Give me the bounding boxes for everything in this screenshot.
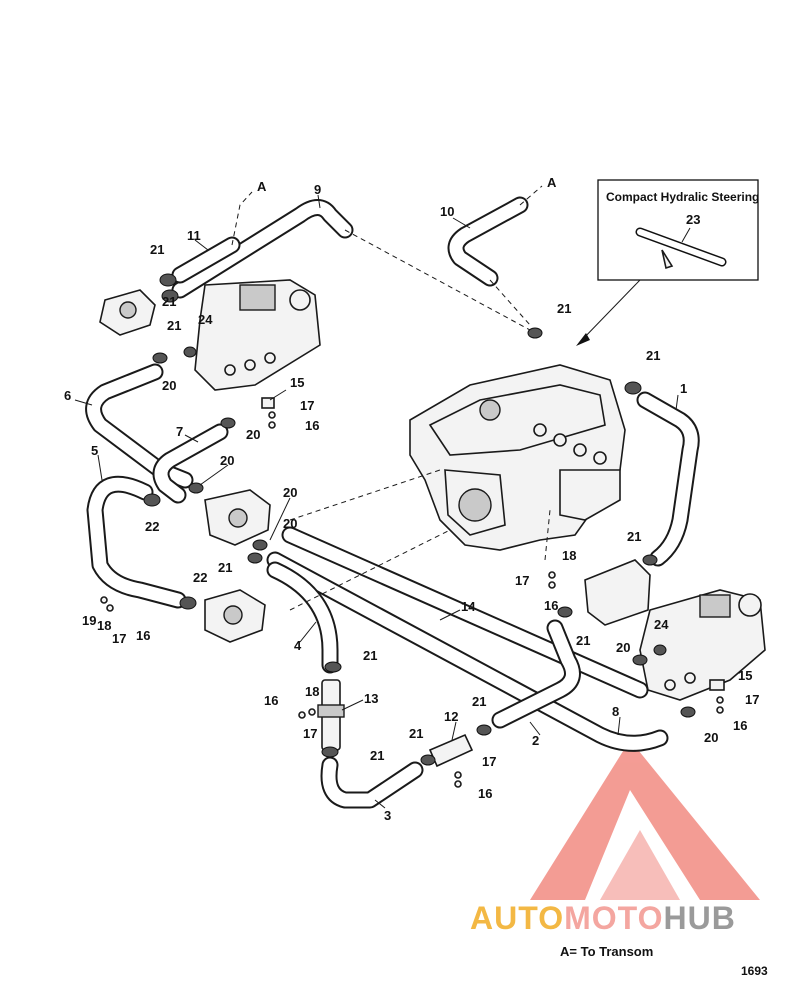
callout-18: 18 (562, 548, 576, 563)
callout-20: 20 (246, 427, 260, 442)
callout-21: 21 (409, 726, 423, 741)
callout-6: 6 (64, 388, 71, 403)
callout-21: 21 (576, 633, 590, 648)
hose-6 (85, 363, 194, 489)
callout-21: 21 (167, 318, 181, 333)
callout-1: 1 (680, 381, 687, 396)
callout-23: 23 (686, 212, 700, 227)
callout-21: 21 (472, 694, 486, 709)
hose-clamps (143, 273, 696, 766)
callout-17: 17 (303, 726, 317, 741)
inset-title: Compact Hydralic Steering (606, 190, 759, 204)
callout-10: 10 (440, 204, 454, 219)
exhaust-manifold (639, 589, 766, 701)
callout-24: 24 (654, 617, 669, 632)
callout-7: 7 (176, 424, 183, 439)
transom-marker-left: A (257, 179, 267, 194)
callout-8: 8 (612, 704, 619, 719)
hose-1 (636, 391, 700, 567)
callout-20: 20 (220, 453, 234, 468)
callout-20: 20 (283, 485, 297, 500)
callout-22: 22 (145, 519, 159, 534)
callout-15: 15 (290, 375, 304, 390)
callout-3: 3 (384, 808, 391, 823)
watermark-logo (530, 740, 760, 900)
callout-18: 18 (305, 684, 319, 699)
hose-14 (281, 526, 649, 699)
callout-16: 16 (305, 418, 319, 433)
hose-5 (86, 475, 187, 609)
callout-21: 21 (557, 301, 571, 316)
callout-18: 18 (97, 618, 111, 633)
leader-lines (74, 194, 679, 809)
hose-10 (447, 196, 529, 287)
callout-19: 19 (82, 613, 96, 628)
callout-21: 21 (150, 242, 164, 257)
callout-20: 20 (616, 640, 630, 655)
callout-21: 21 (363, 648, 377, 663)
seawater-pump (204, 589, 266, 643)
callout-20: 20 (283, 516, 297, 531)
callout-16: 16 (544, 598, 558, 613)
fitting-13 (317, 679, 345, 751)
callout-21: 21 (627, 529, 641, 544)
routing-lines (231, 185, 551, 611)
fitting-12 (428, 733, 474, 768)
hoses (85, 196, 700, 809)
callout-4: 4 (294, 638, 302, 653)
callout-16: 16 (264, 693, 278, 708)
callout-17: 17 (482, 754, 496, 769)
callout-9: 9 (314, 182, 321, 197)
hose-2 (491, 619, 581, 729)
callouts: 9 10 11 21 21 24 20 21 21 1 6 15 17 16 7… (64, 182, 759, 823)
callout-21: 21 (646, 348, 660, 363)
callout-17: 17 (515, 573, 529, 588)
callout-17: 17 (112, 631, 126, 646)
watermark-text: AUTOMOTOHUB (470, 900, 736, 936)
callout-12: 12 (444, 709, 458, 724)
callout-21: 21 (218, 560, 232, 575)
callout-15: 15 (738, 668, 752, 683)
transom-marker-right: A (547, 175, 557, 190)
legend-transom: A= To Transom (560, 944, 654, 959)
small-fittings (100, 397, 725, 788)
heat-exchanger (194, 279, 321, 391)
callout-17: 17 (745, 692, 759, 707)
hose-8 (266, 551, 669, 752)
hose-11 (171, 236, 241, 284)
hose-4 (266, 561, 339, 674)
callout-16: 16 (136, 628, 150, 643)
callout-13: 13 (364, 691, 378, 706)
callout-24: 24 (198, 312, 213, 327)
callout-16: 16 (478, 786, 492, 801)
hose-7 (152, 423, 229, 504)
callout-21: 21 (370, 748, 384, 763)
callout-14: 14 (461, 599, 476, 614)
fuel-module (584, 559, 651, 626)
circulating-pump (204, 489, 271, 546)
callout-20: 20 (704, 730, 718, 745)
hose-3 (320, 756, 424, 809)
callout-20: 20 (162, 378, 176, 393)
callout-21: 21 (162, 294, 176, 309)
callout-17: 17 (300, 398, 314, 413)
hose-9 (171, 199, 354, 299)
figure-number: 1693 (741, 964, 768, 978)
callout-22: 22 (193, 570, 207, 585)
callout-16: 16 (733, 718, 747, 733)
callout-5: 5 (91, 443, 98, 458)
callout-11: 11 (187, 228, 201, 243)
callout-2: 2 (532, 733, 539, 748)
thermostat-housing (99, 289, 156, 336)
inset-box: Compact Hydralic Steering 23 (576, 179, 759, 346)
engine-block (409, 364, 626, 551)
